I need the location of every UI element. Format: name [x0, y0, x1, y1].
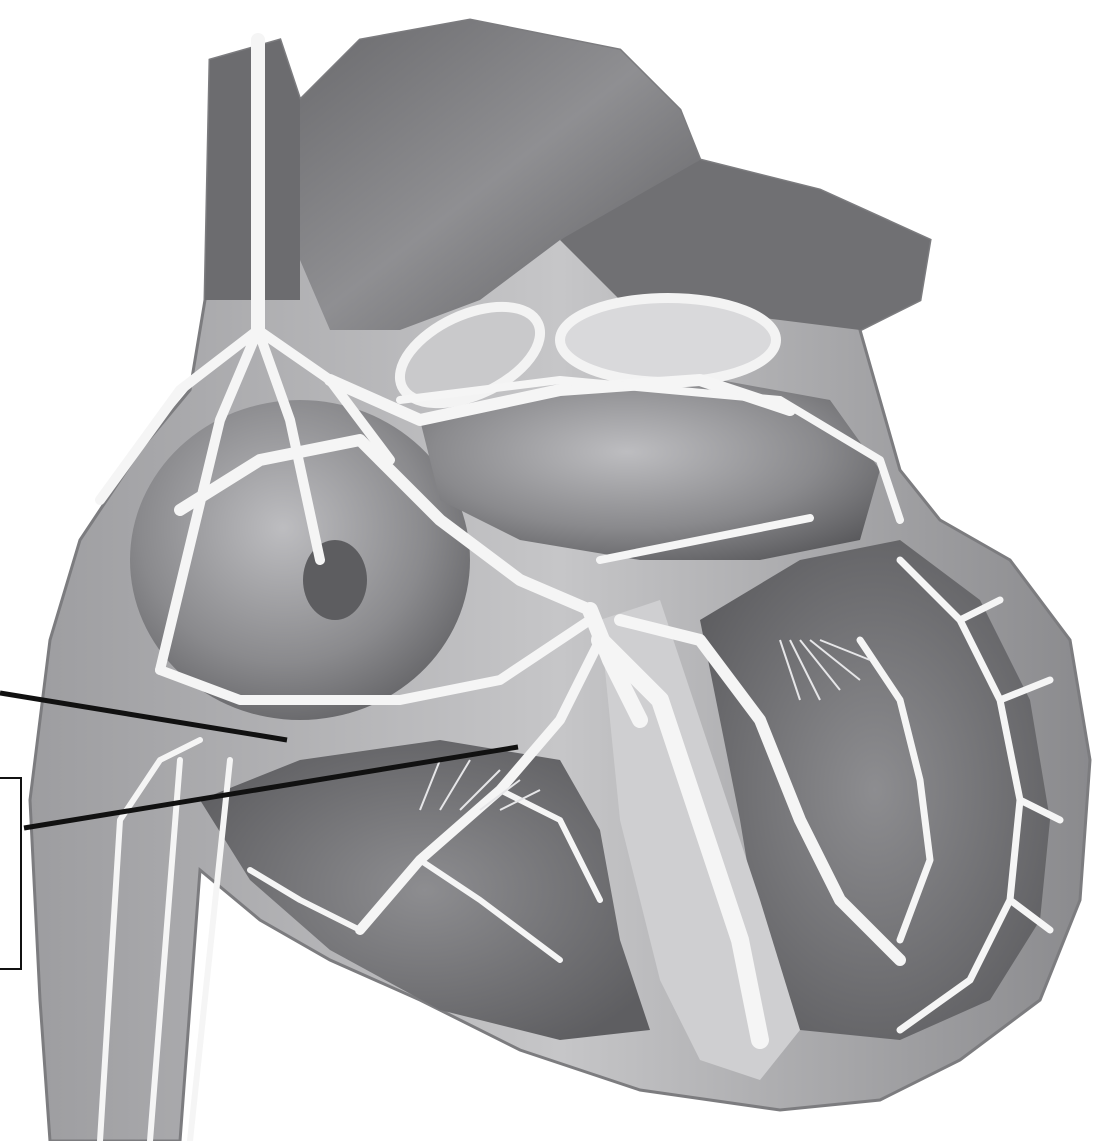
pulmonary-valve-ring: [560, 298, 776, 382]
sinus-opening: [303, 540, 367, 620]
label-box: [0, 777, 22, 970]
